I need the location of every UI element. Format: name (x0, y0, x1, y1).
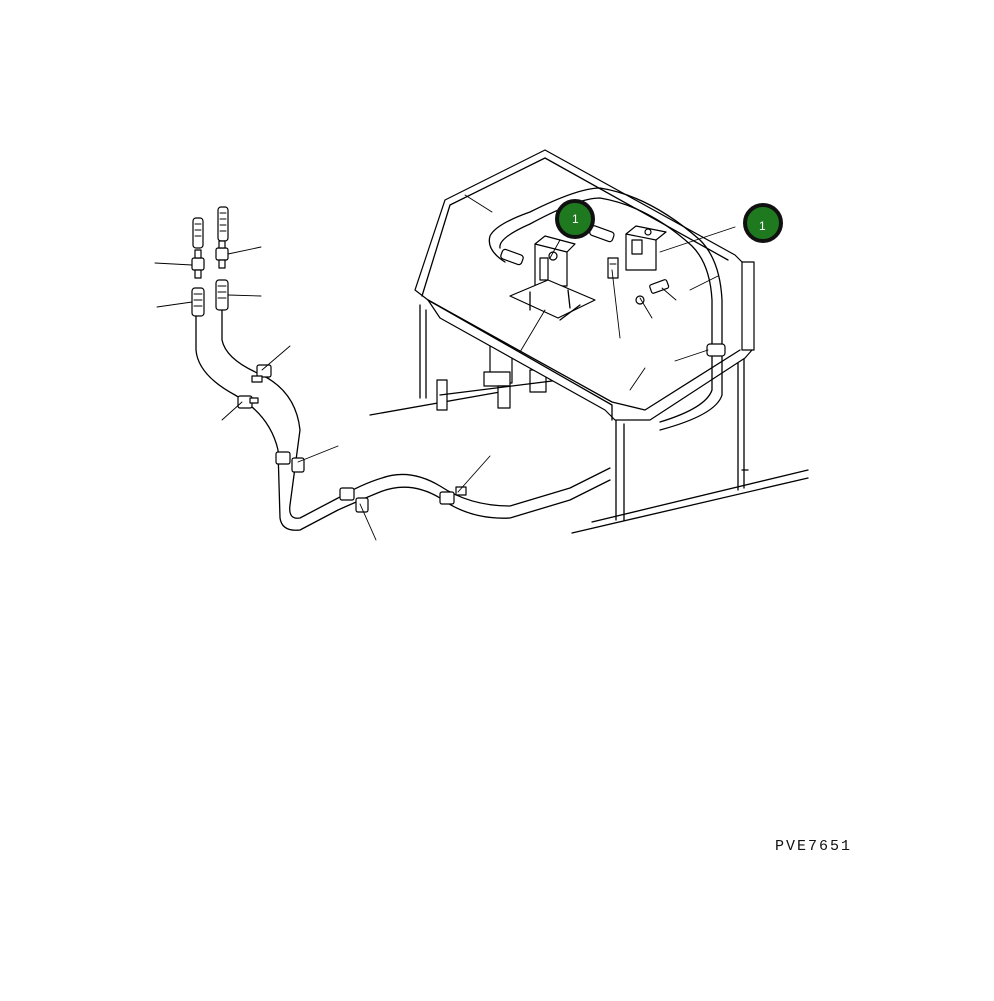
callout-1-right[interactable]: 1 (743, 203, 783, 243)
hose-joint-right (215, 240, 229, 269)
callout-1-left[interactable]: 1 (555, 199, 595, 239)
hose-clamp-2 (237, 395, 259, 409)
tank-side (427, 299, 741, 411)
tank-tube-inner (499, 197, 713, 423)
callout-1-right-label: 1 (759, 219, 766, 233)
grommet (706, 343, 726, 357)
reference-code: PVE7651 (775, 838, 852, 855)
hose-piece-small (500, 248, 524, 266)
motor-unit-left (534, 235, 576, 287)
hose-assembly (154, 206, 611, 541)
hose-stub-right-top (217, 206, 229, 242)
callout-1-left-label: 1 (572, 212, 579, 226)
bolt (635, 279, 670, 305)
tank-top (414, 149, 753, 421)
tank-front-edge (427, 299, 613, 421)
tank-tube (488, 187, 723, 431)
hose-sleeve-right (215, 279, 229, 311)
tank-assembly (369, 149, 809, 534)
ground-line-right-1 (591, 469, 809, 523)
hose-clamp-5 (439, 486, 467, 505)
motor-unit-right (625, 225, 667, 271)
hose-clamp-3 (275, 451, 305, 473)
leader-lines-tank (464, 194, 736, 391)
hose-clamp-1 (251, 364, 272, 383)
leader-lines-hose (154, 246, 491, 541)
bracket-left (509, 279, 596, 321)
hose-clamp-4 (339, 487, 369, 513)
hose-stub-left-top (192, 217, 204, 249)
ground-line-left (369, 391, 501, 416)
tank-end-panel (741, 261, 755, 351)
ground-line-right-2 (571, 477, 809, 534)
hose-sleeve-left (191, 287, 205, 317)
hose-joint-left (191, 249, 205, 279)
